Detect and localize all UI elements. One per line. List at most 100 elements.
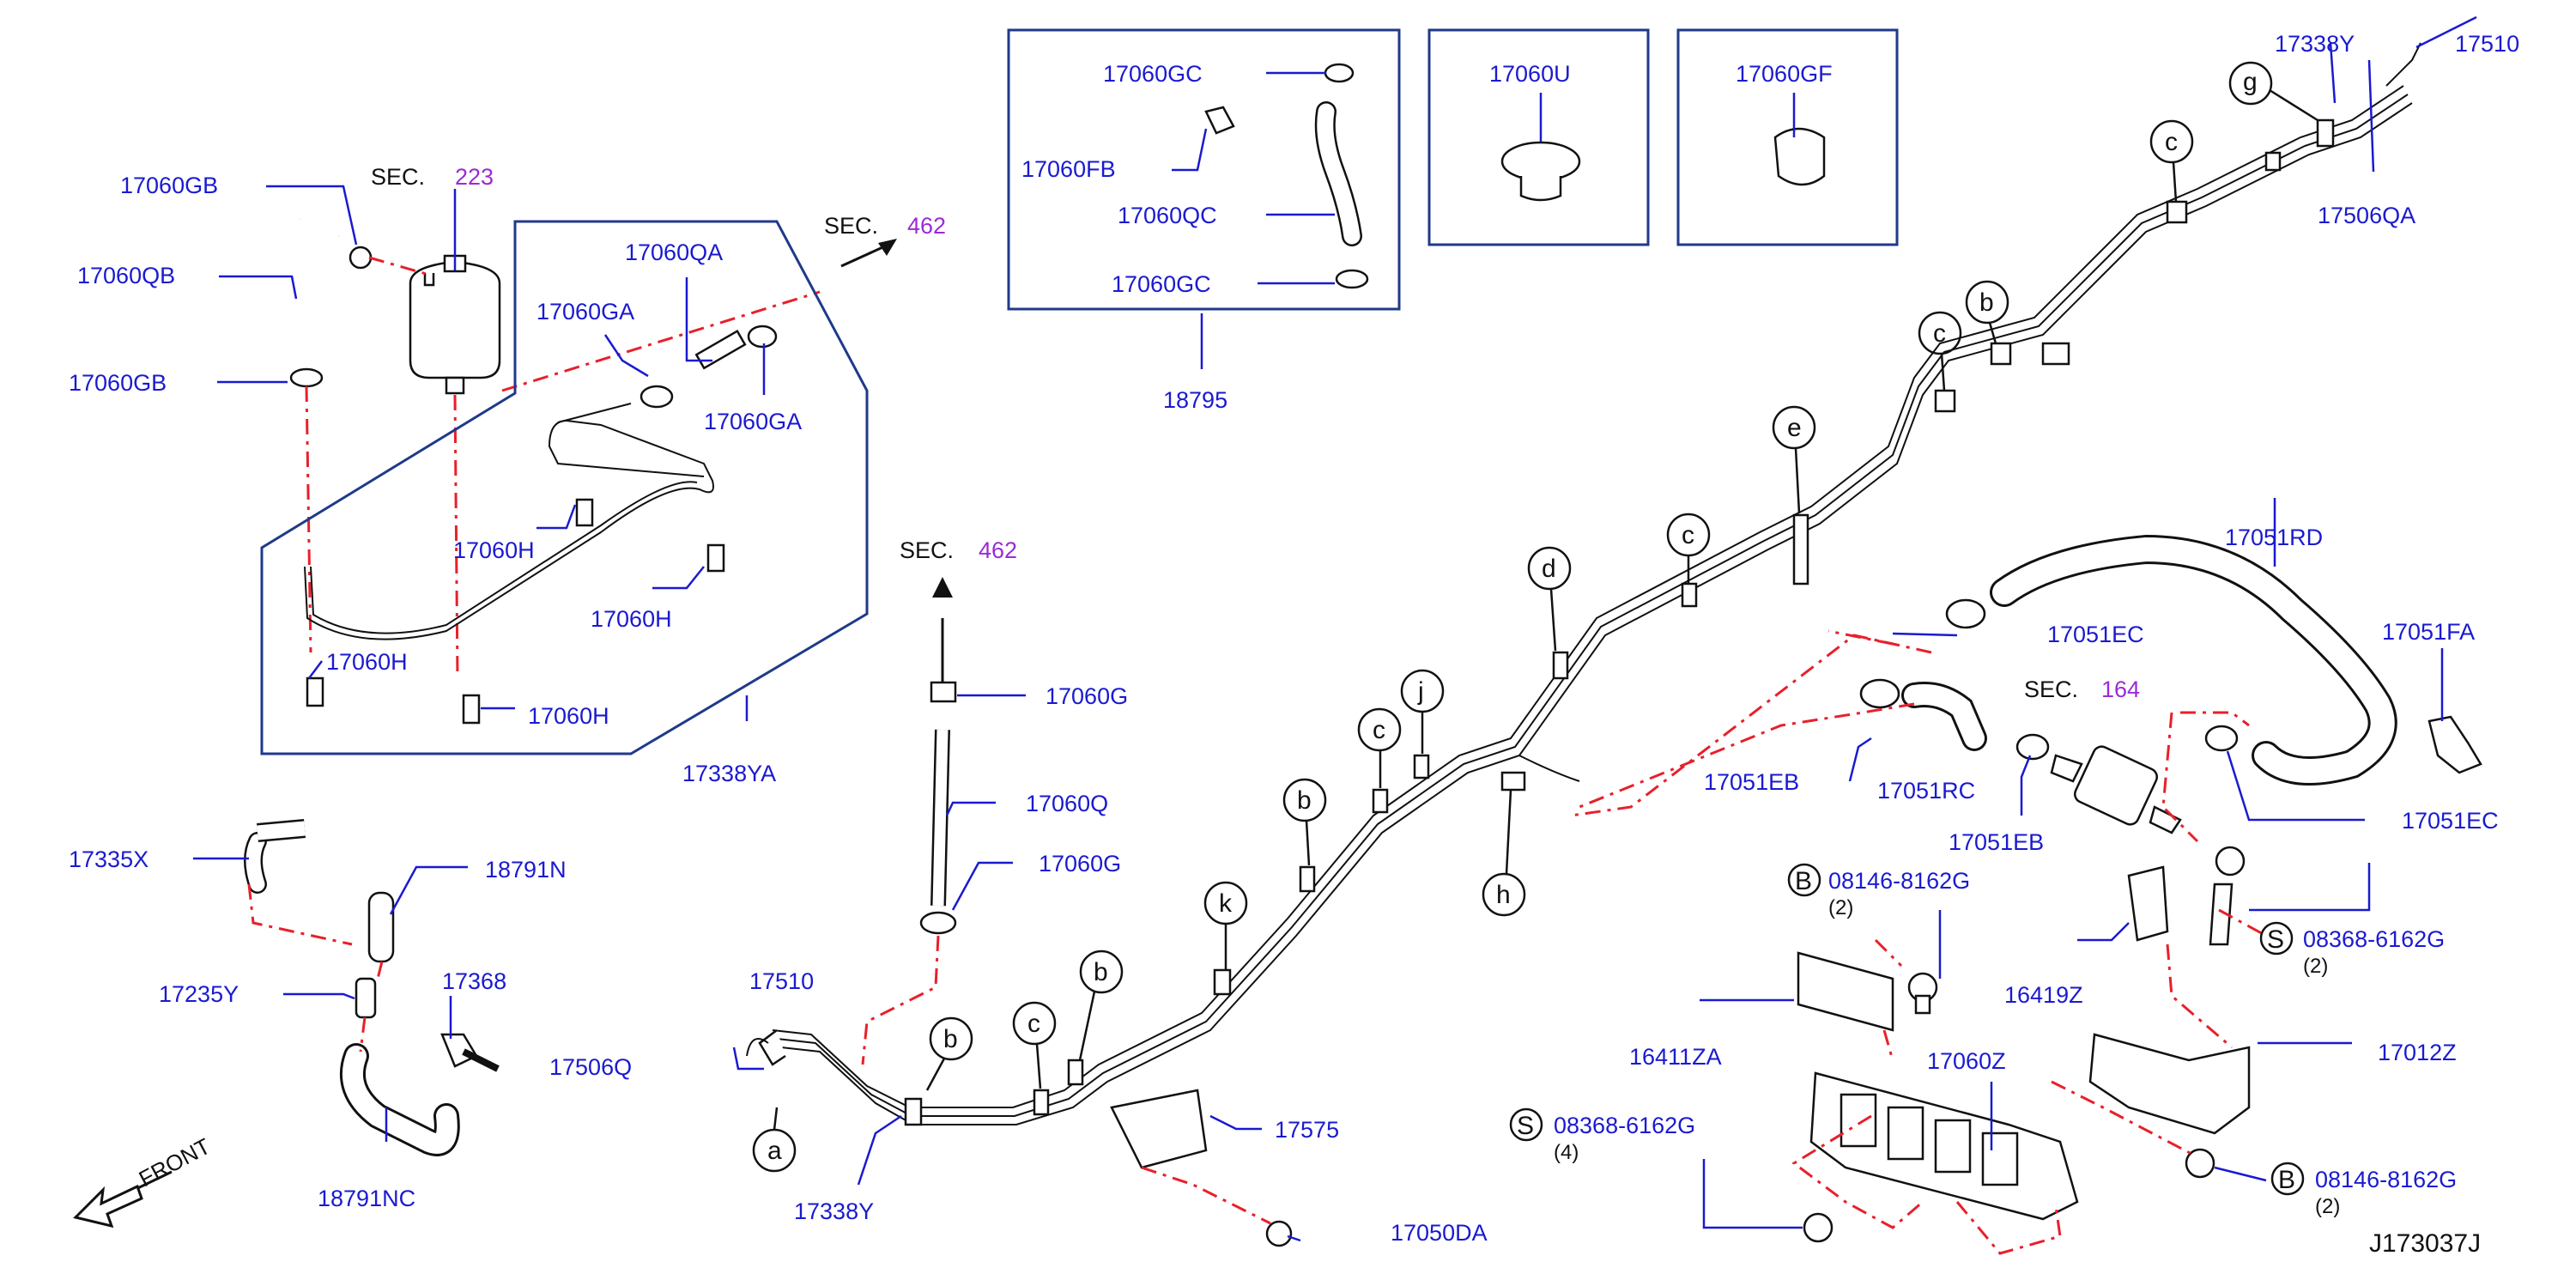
group-outline [260, 220, 869, 755]
part-label: 17060GF [1736, 61, 1833, 87]
part-label: 17060GC [1103, 61, 1203, 87]
part-label: 17235Y [159, 981, 239, 1007]
clip-ref-a: a [752, 1107, 797, 1173]
part-label: 17060GA [536, 299, 634, 325]
fastener-qty: (2) [2315, 1195, 2340, 1218]
fastener-part: 08146-8162G [2315, 1167, 2457, 1192]
section-prefix: SEC. [900, 537, 954, 563]
clip-ref-b: b [925, 1016, 973, 1091]
brackets [1110, 846, 2267, 1255]
pipe-assembly-left [304, 325, 778, 725]
part-label: 17060QA [625, 240, 723, 265]
part-label: 17060QB [77, 263, 175, 288]
fastener-letter: S [1517, 1112, 1534, 1140]
part-label: 16411ZA [1629, 1044, 1722, 1070]
part-label: 17060Z [1927, 1048, 2006, 1074]
filler-hoses [1570, 534, 2482, 843]
part-label: 17506QA [2318, 203, 2415, 228]
svg-text:c: c [1682, 521, 1694, 549]
section-references: SEC. 223 SEC. 462 SEC. 462 SEC. 164 [371, 164, 2140, 702]
svg-text:b: b [943, 1025, 958, 1053]
svg-text:d: d [1542, 555, 1556, 583]
fastener-qty: (4) [1554, 1141, 1579, 1164]
part-label: 17060G [1046, 683, 1128, 709]
part-label: 17060FB [1021, 156, 1116, 182]
detail-box-18795 [1007, 28, 1401, 311]
part-label: 17060GB [69, 370, 167, 396]
clip-ref-g: g [2228, 61, 2318, 122]
part-label: 17510 [2455, 31, 2519, 57]
svg-text:c: c [1027, 1010, 1040, 1038]
clip-ref-c: c [1357, 707, 1402, 788]
part-label: 17506Q [549, 1054, 632, 1080]
svg-text:b: b [1094, 958, 1108, 986]
clip-references: a b c b k b c j d h c e c b c g [752, 61, 2318, 1173]
svg-text:c: c [2165, 128, 2178, 156]
leader-lines [193, 15, 2477, 1242]
canister-drawing [409, 254, 501, 395]
fastener-part: 08368-6162G [2303, 926, 2445, 952]
fastener-qty: (2) [1828, 896, 1853, 919]
front-indicator: FRONT [135, 1133, 215, 1192]
svg-text:a: a [767, 1137, 782, 1165]
part-label: 17575 [1275, 1117, 1339, 1143]
part-label: 17051EC [2047, 622, 2144, 647]
clip-ref-b: b [1078, 949, 1124, 1061]
part-label: 16419Z [2004, 982, 2083, 1008]
part-label: 17051FA [2382, 619, 2475, 645]
fastener-references: B 08146-8162G (2) S 08368-6162G (2) S 08… [1509, 863, 2457, 1218]
part-label: 17060Q [1026, 791, 1108, 816]
part-label: 17510 [749, 968, 814, 994]
part-labels: 17060GB 17060QB 17060GB 17060QA 17060GA … [69, 31, 2519, 1246]
part-label: 17060QC [1118, 203, 1217, 228]
part-label: 17012Z [2378, 1040, 2457, 1065]
hose-assembly-lower-left [244, 819, 500, 1156]
part-label: 17060H [591, 606, 672, 632]
svg-text:k: k [1219, 889, 1233, 918]
part-label: 17050DA [1391, 1220, 1488, 1246]
section-number: 462 [979, 537, 1017, 563]
clip-ref-c: c [1918, 311, 1962, 391]
part-label: 17060GA [704, 409, 802, 434]
group-caption: 17338YA [682, 761, 776, 786]
part-label: 17051EC [2402, 808, 2499, 834]
svg-text:b: b [1297, 786, 1312, 815]
fastener-letter: S [2267, 925, 2284, 954]
clip-ref-c: c [2149, 119, 2194, 203]
clip-ref-k: k [1203, 881, 1248, 970]
clip-ref-b: b [1965, 280, 2009, 344]
part-label: 17060H [453, 537, 535, 563]
detail-box-17060U [1427, 28, 1650, 246]
svg-text:g: g [2243, 68, 2258, 96]
svg-text:b: b [1979, 288, 1994, 317]
svg-text:j: j [1417, 677, 1424, 706]
svg-text:c: c [1933, 319, 1946, 348]
section-number: 223 [455, 164, 494, 190]
part-label: 18791N [485, 857, 567, 883]
part-label: 17060GC [1112, 271, 1211, 297]
detail-box-labels: 17060GC 17060FB 17060QC 17060GC 18795 17… [1021, 61, 1833, 413]
section-number: 462 [907, 213, 946, 239]
part-label: 17051EB [1949, 829, 2044, 855]
part-label: 17338Y [794, 1198, 874, 1224]
section-prefix: SEC. [371, 164, 425, 190]
part-label: 17368 [442, 968, 506, 994]
fastener-part: 08368-6162G [1554, 1113, 1695, 1138]
part-label: 17060U [1489, 61, 1571, 87]
part-label: 17060G [1039, 851, 1121, 877]
detail-box-17060GF [1676, 28, 1899, 246]
fuel-lines [746, 42, 2421, 1126]
diagram-id: J173037J [2369, 1229, 2481, 1258]
clip-ref-c: c [1666, 513, 1711, 584]
part-label: 18791NC [318, 1186, 415, 1211]
clip-ref-j: j [1400, 669, 1445, 754]
detail-box-caption: 18795 [1163, 387, 1227, 413]
part-label: 17335X [69, 846, 148, 872]
clip-ref-e: e [1772, 405, 1816, 514]
part-label: 17060H [528, 703, 609, 729]
clip-ref-h: h [1482, 789, 1526, 917]
section-prefix: SEC. [2024, 676, 2078, 702]
part-label: 17060GB [120, 173, 218, 198]
fastener-letter: B [2278, 1166, 2295, 1194]
